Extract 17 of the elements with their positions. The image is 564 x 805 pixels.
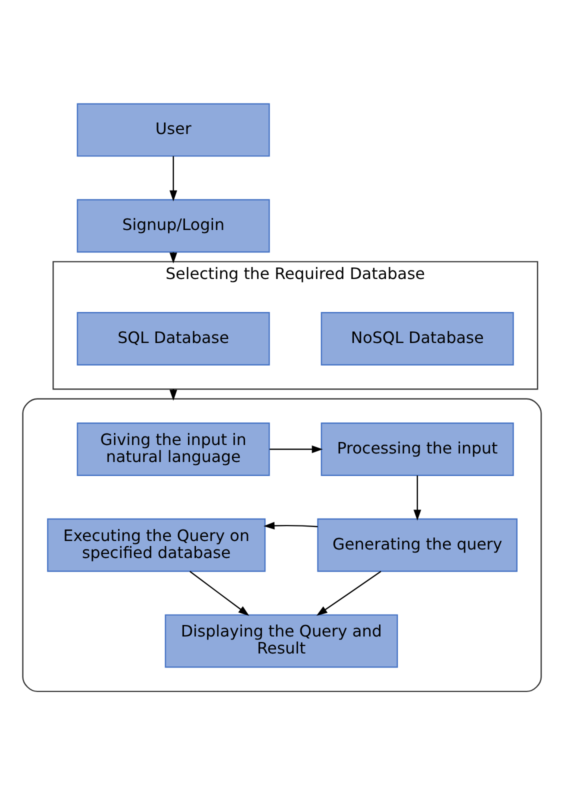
node-box: NoSQL Database [320,312,514,366]
arrow [316,570,382,616]
cluster [22,398,542,692]
arrow [170,156,178,202]
node-box: User [76,103,270,157]
node-box: SQL Database [76,312,270,366]
arrow [270,445,323,454]
arrow [264,522,318,530]
node-box: Giving the input in natural language [76,422,270,476]
node-box: Generating the query [317,518,518,572]
arrow [414,476,422,521]
arrow [190,570,250,616]
node-box: Executing the Query on specified database [47,518,266,572]
arrow [170,252,178,264]
node-box: Processing the input [320,422,514,476]
arrow [170,389,178,401]
node-box: Displaying the Query and Result [164,614,398,668]
